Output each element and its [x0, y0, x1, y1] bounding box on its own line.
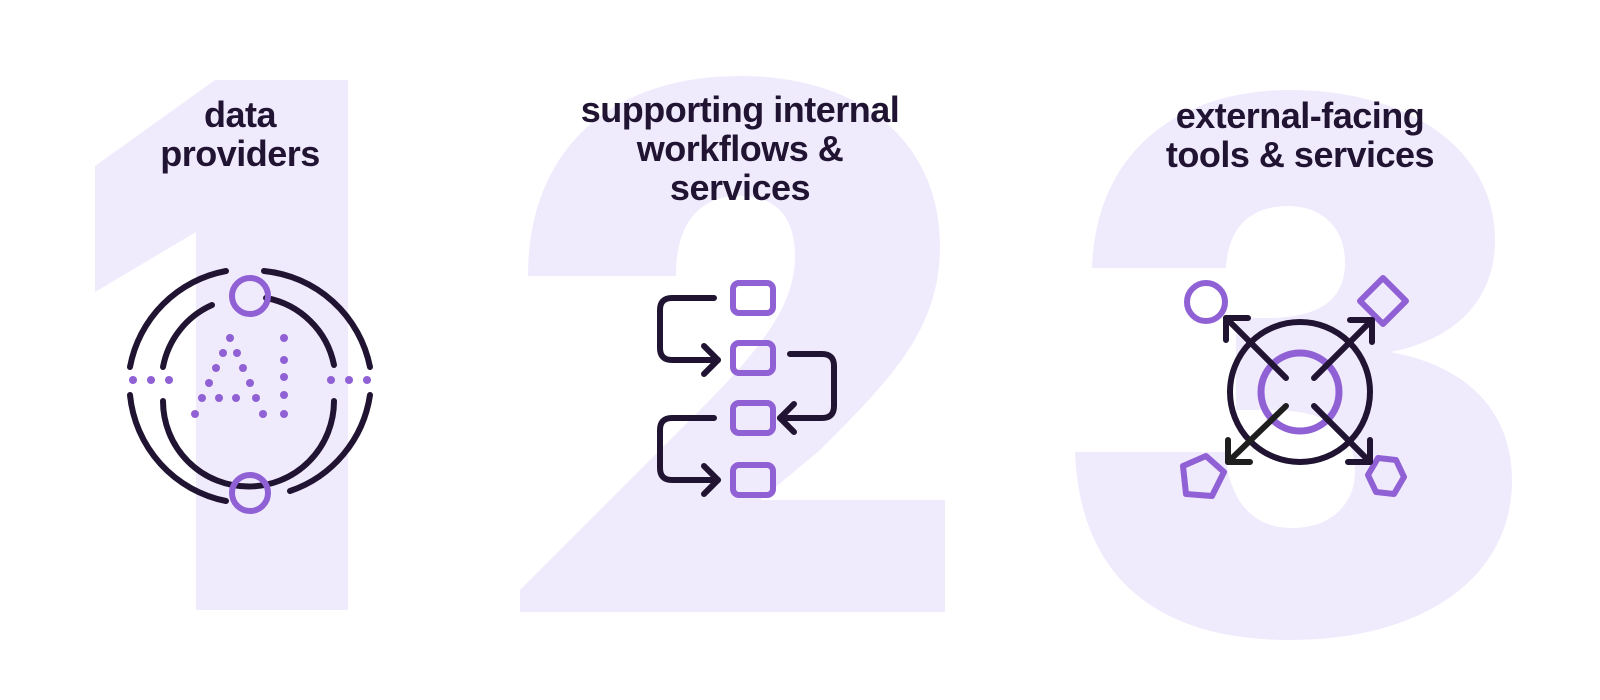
- title-line: data: [203, 94, 277, 135]
- column-1-title: data providers: [120, 95, 360, 173]
- workflow-steps-icon: [657, 280, 837, 498]
- title-line: workflows &: [636, 128, 844, 169]
- title-line: services: [669, 167, 811, 208]
- distribute-outward-icon: [1180, 275, 1409, 499]
- title-line: tools & services: [1165, 134, 1435, 175]
- numeral-3-shape: [1075, 90, 1512, 640]
- title-line: external-facing: [1175, 95, 1425, 136]
- ai-orbit-icon: [127, 268, 373, 514]
- title-line: providers: [160, 133, 320, 174]
- column-3-title: external-facing tools & services: [1110, 96, 1490, 174]
- column-2-title: supporting internal workflows & services: [520, 90, 960, 207]
- title-line: supporting internal: [580, 89, 900, 130]
- numeral-2-shape: [520, 76, 945, 612]
